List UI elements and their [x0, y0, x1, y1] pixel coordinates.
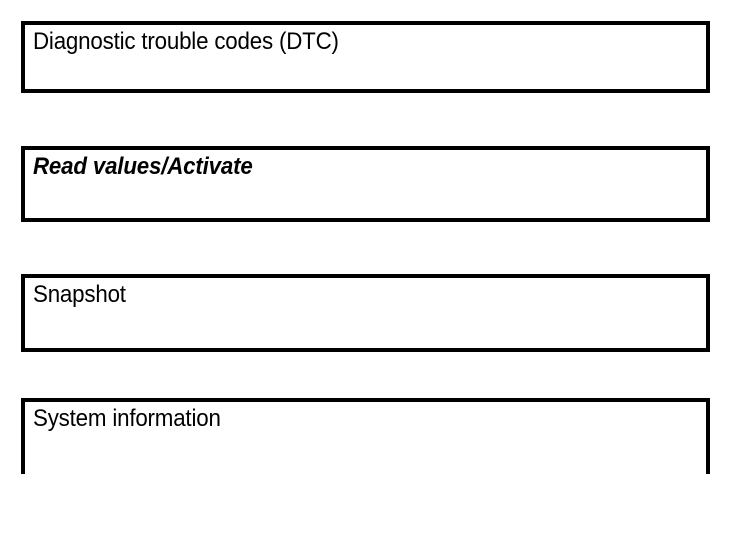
- menu-item-system-information[interactable]: System information: [21, 398, 710, 474]
- menu-item-read-values-activate[interactable]: Read values/Activate: [21, 146, 710, 222]
- menu-item-label: System information: [33, 405, 221, 432]
- menu-item-label: Snapshot: [33, 281, 126, 308]
- menu-item-label: Read values/Activate: [33, 153, 253, 180]
- menu-item-diagnostic-trouble-codes[interactable]: Diagnostic trouble codes (DTC): [21, 21, 710, 93]
- menu-item-label: Diagnostic trouble codes (DTC): [33, 28, 339, 55]
- menu-item-snapshot[interactable]: Snapshot: [21, 274, 710, 352]
